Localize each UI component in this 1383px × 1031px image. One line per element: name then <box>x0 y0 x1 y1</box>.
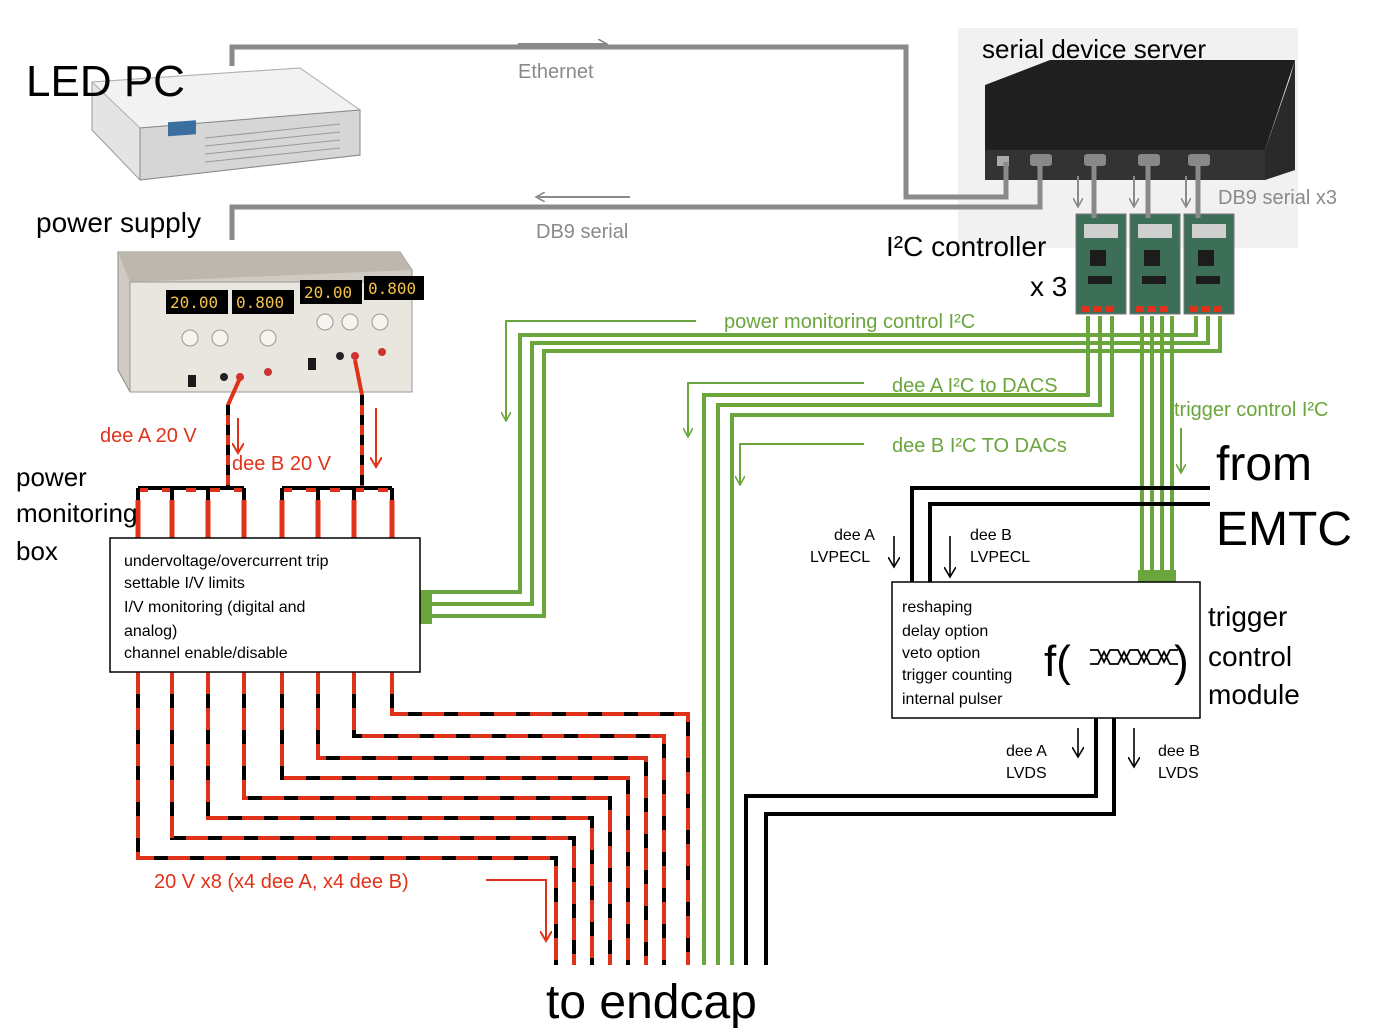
dee-b-20v-label: dee B 20 V <box>232 453 332 475</box>
pm-box-label-line3: box <box>16 536 58 566</box>
pm-feature: analog) <box>124 623 177 640</box>
twenty-v-x8-label: 20 V x8 (x4 dee A, x4 dee B) <box>154 871 409 893</box>
dee-a-lvds-label-2: LVDS <box>1006 765 1047 782</box>
dee-a-i2c-label: dee A I²C to DACS <box>892 375 1058 397</box>
pm-feature: undervoltage/overcurrent trip <box>124 553 329 570</box>
pm-box-label-line2: monitoring <box>16 498 137 528</box>
tcm-feature: internal pulser <box>902 691 1003 708</box>
dee-a-lvpecl-label-1: dee A <box>834 527 875 544</box>
dee-a-20v-label: dee A 20 V <box>100 425 197 447</box>
dee-b-i2c-label: dee B I²C TO DACs <box>892 435 1067 457</box>
dee-b-lvpecl-label-2: LVPECL <box>970 549 1030 566</box>
led-pc-label: LED PC <box>26 57 185 106</box>
pm-box-i2c-connector <box>420 590 432 624</box>
emtc-label: EMTC <box>1216 503 1352 556</box>
pm-box-inputs <box>138 488 392 538</box>
db9-serial-x3-label: DB9 serial x3 <box>1218 187 1337 209</box>
ethernet-label: Ethernet <box>518 61 594 83</box>
i2c-controller-boards <box>1076 214 1234 314</box>
func-open: f( <box>1044 637 1071 686</box>
dee-b-lvds-label-1: dee B <box>1158 743 1200 760</box>
display-current-b: 0.800 <box>368 279 416 298</box>
display-current-a: 0.800 <box>236 293 284 312</box>
tcm-feature: reshaping <box>902 599 972 616</box>
func-close: ) <box>1174 637 1189 686</box>
tcm-label-line3: module <box>1208 679 1300 710</box>
tcm-i2c-connector <box>1138 570 1176 582</box>
dee-b-lvpecl-label-1: dee B <box>970 527 1012 544</box>
dee-a-lvpecl-label-2: LVPECL <box>810 549 870 566</box>
i2c-count-label: x 3 <box>1030 271 1067 302</box>
tcm-feature: trigger counting <box>902 667 1012 684</box>
from-label: from <box>1216 438 1312 491</box>
pm-box-output-cables <box>138 672 688 965</box>
pm-feature: channel enable/disable <box>124 645 288 662</box>
power-supply-label: power supply <box>36 207 201 238</box>
tcm-feature: veto option <box>902 645 980 662</box>
tcm-feature: delay option <box>902 623 988 640</box>
serial-server-label: serial device server <box>982 34 1206 64</box>
tcm-label-line2: control <box>1208 641 1292 672</box>
display-voltage-a: 20.00 <box>170 293 218 312</box>
to-endcap-label: to endcap <box>546 976 757 1029</box>
power-supply-image <box>118 252 412 392</box>
display-voltage-b: 20.00 <box>304 283 352 302</box>
pm-feature: I/V monitoring (digital and <box>124 599 305 616</box>
tcm-label-line1: trigger <box>1208 601 1287 632</box>
pm-feature: settable I/V limits <box>124 575 245 592</box>
dee-a-lvds-label-1: dee A <box>1006 743 1047 760</box>
trigger-i2c-label: trigger control I²C <box>1174 399 1329 421</box>
pm-box-label-line1: power <box>16 462 87 492</box>
power-mon-i2c-label: power monitoring control I²C <box>724 311 975 333</box>
i2c-controller-label: I²C controller <box>886 231 1046 262</box>
db9-serial-label: DB9 serial <box>536 221 628 243</box>
green-arrows <box>506 321 1181 484</box>
dee-b-lvds-label-2: LVDS <box>1158 765 1199 782</box>
